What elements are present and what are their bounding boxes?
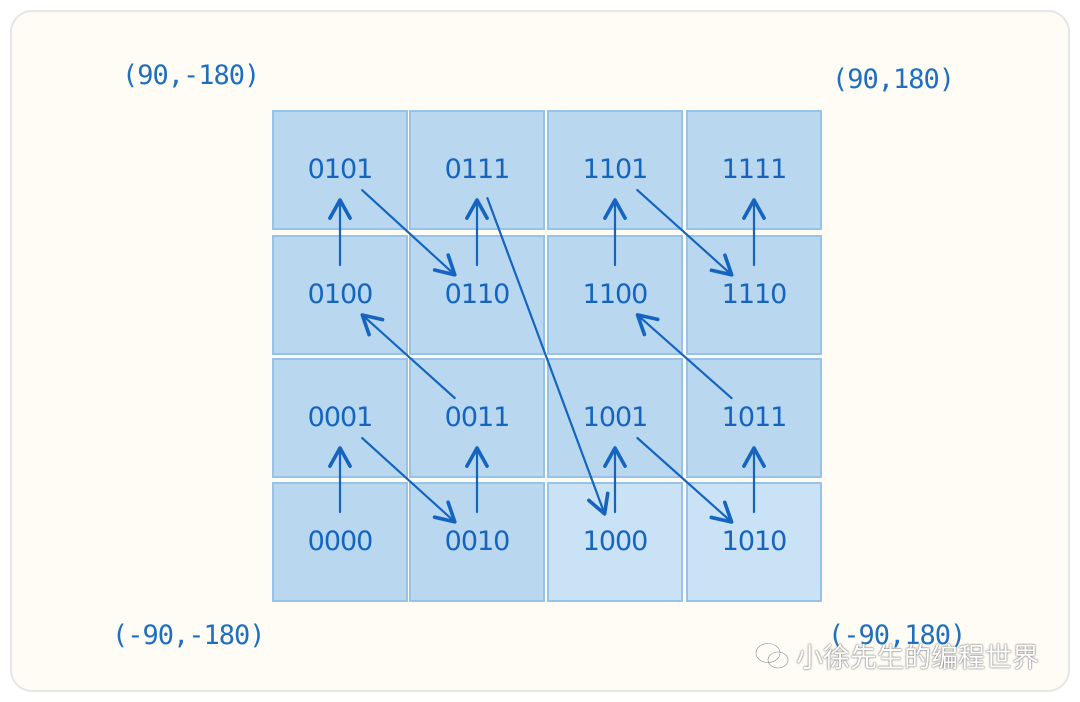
cell-label-0001: 0001: [307, 402, 374, 433]
cell-label-1100: 1100: [582, 279, 649, 310]
cell-label-0000: 0000: [307, 526, 374, 557]
cell-label-0111: 0111: [444, 154, 511, 185]
cell-label-0011: 0011: [444, 402, 511, 433]
corner-label-bottom-right: (-90,180): [828, 620, 966, 651]
wechat-icon: [754, 641, 790, 669]
cell-label-1101: 1101: [582, 154, 649, 185]
cell-label-1011: 1011: [721, 402, 788, 433]
watermark: 小徐先生的编程世界: [754, 636, 1039, 675]
cell-label-0010: 0010: [444, 526, 511, 557]
cell-label-1000: 1000: [582, 526, 649, 557]
cell-label-0101: 0101: [307, 154, 374, 185]
corner-label-bottom-left: (-90,-180): [112, 620, 266, 651]
corner-label-top-right: (90,180): [832, 64, 955, 95]
cell-label-0110: 0110: [444, 279, 511, 310]
cell-label-1010: 1010: [721, 526, 788, 557]
cell-label-1001: 1001: [582, 402, 649, 433]
cell-label-0100: 0100: [307, 279, 374, 310]
cell-label-1111: 1111: [721, 154, 788, 185]
watermark-text: 小徐先生的编程世界: [796, 643, 1039, 674]
corner-label-top-left: (90,-180): [122, 60, 260, 91]
cell-label-1110: 1110: [721, 279, 788, 310]
